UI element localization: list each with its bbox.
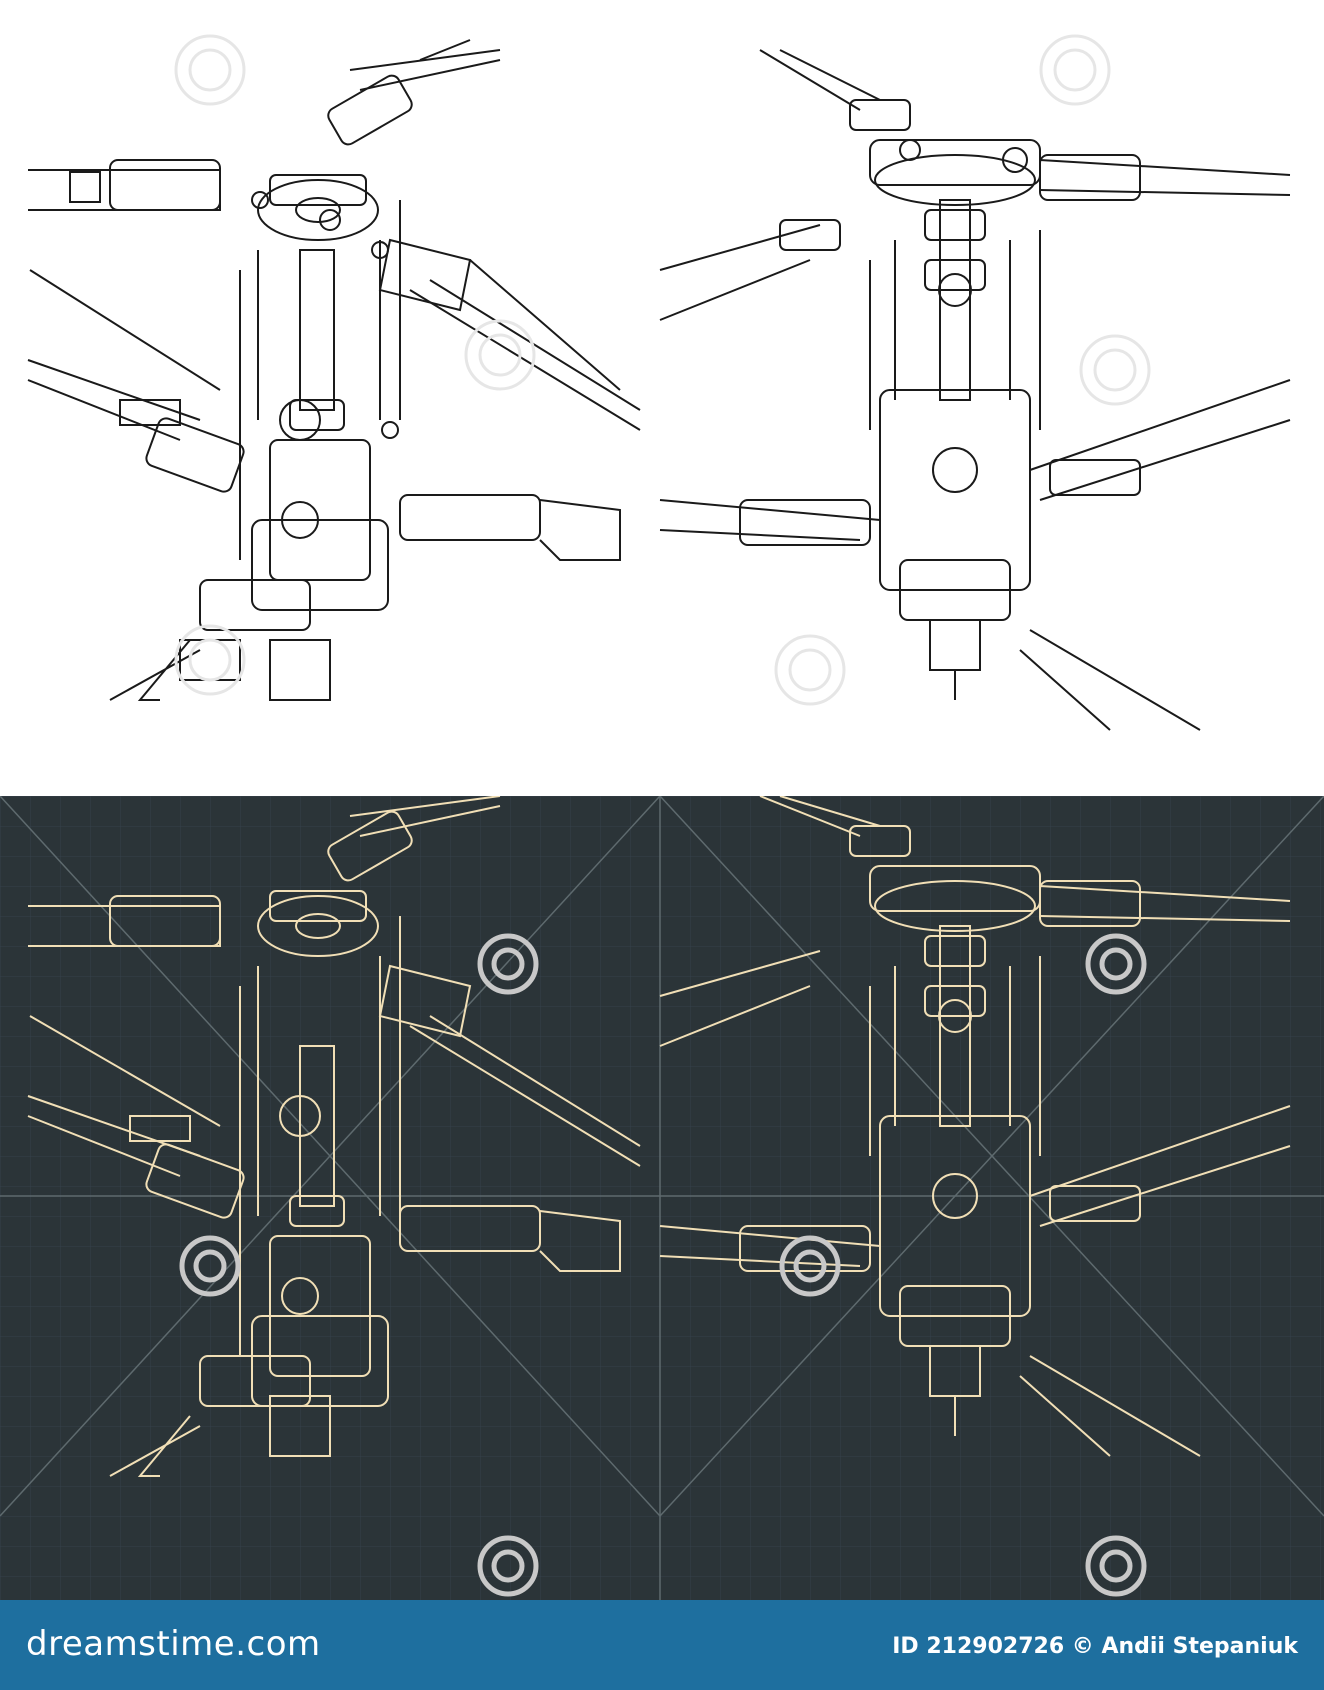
- dark-rotor-drawings: [0, 796, 1324, 1600]
- right-rotor-hub-drawing: [659, 49, 1291, 731]
- dark-blueprint-panel: [0, 796, 1324, 1600]
- dark-watermarks: [179, 933, 1147, 1597]
- light-watermarks: [174, 34, 1151, 706]
- image-id-credit: ID 212902726 © Andii Stepaniuk: [892, 1634, 1298, 1659]
- light-rotor-drawings: [27, 34, 1291, 731]
- left-rotor-hub-drawing: [27, 39, 641, 701]
- dreamstime-logo-text[interactable]: dreamstime.com: [26, 1624, 321, 1664]
- stock-footer-bar: dreamstime.com ID 212902726 © Andii Step…: [0, 1600, 1324, 1690]
- light-blueprint-panel: [0, 0, 1324, 796]
- dark-left-rotor-hub-drawing: [27, 796, 641, 1477]
- dark-right-rotor-hub-drawing: [659, 796, 1291, 1457]
